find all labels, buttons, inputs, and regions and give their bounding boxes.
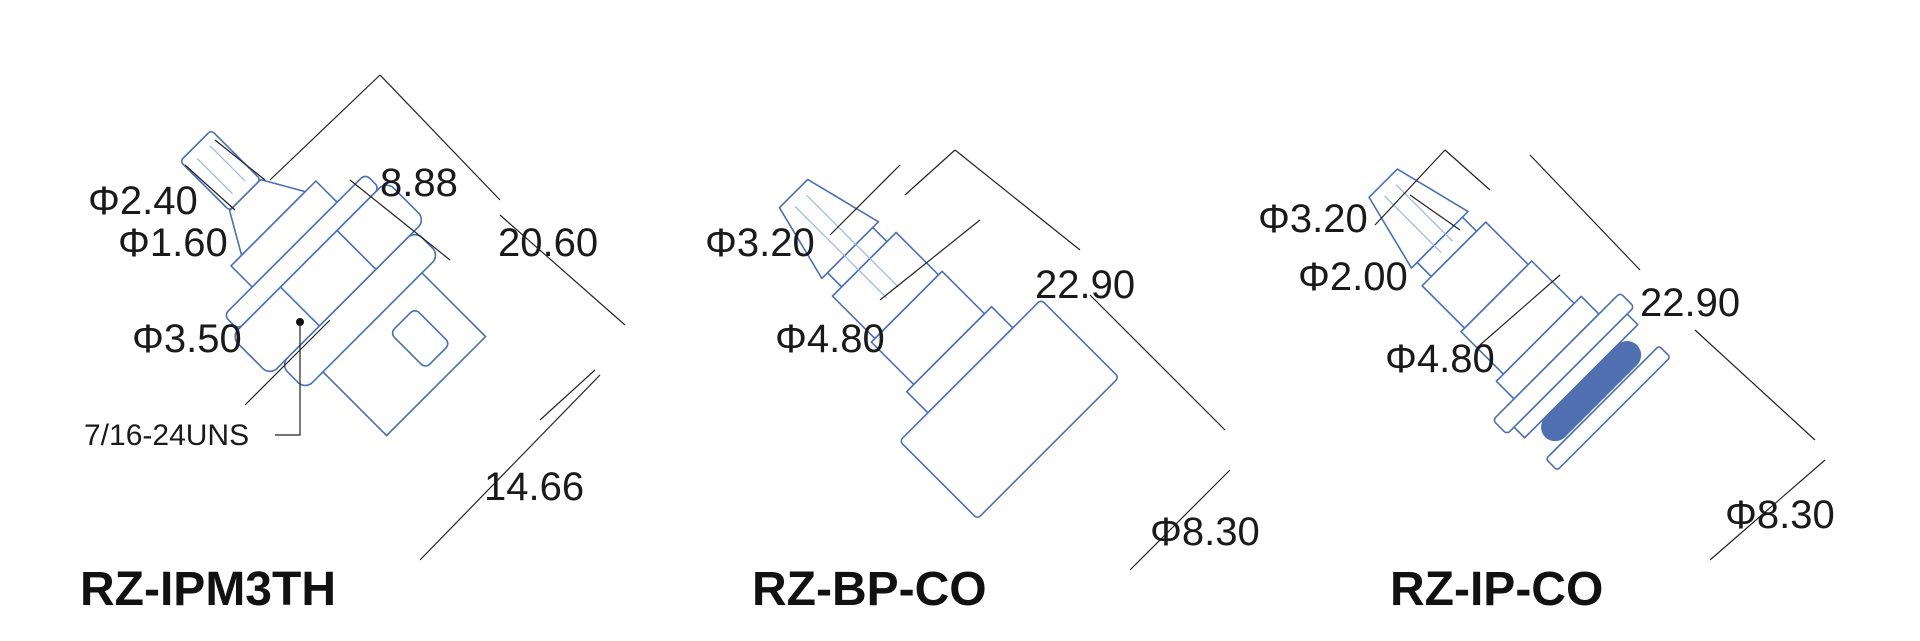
dimension-lines-2 (829, 149, 1231, 571)
dimension-lines-1 (184, 74, 626, 561)
o-ring (1541, 341, 1642, 442)
dim-phi-1-60: Φ1.60 (118, 221, 228, 265)
dim-22-90-ip: 22.90 (1640, 281, 1740, 325)
part-title-rz-bp-co: RZ-BP-CO (752, 563, 987, 616)
dim-8-88: 8.88 (380, 161, 458, 205)
part-title-rz-ip-co: RZ-IP-CO (1390, 563, 1603, 616)
thread-leader (275, 322, 301, 436)
part-rz-ipm3th-drawing (180, 130, 487, 437)
dim-phi-4-80-bp: Φ4.80 (775, 317, 885, 361)
dim-14-66: 14.66 (484, 465, 584, 509)
dim-phi-2-40: Φ2.40 (88, 179, 198, 223)
dim-22-90-bp: 22.90 (1035, 263, 1135, 307)
dim-phi-8-30-ip: Φ8.30 (1725, 493, 1835, 537)
dim-phi-3-50: Φ3.50 (132, 317, 242, 361)
dim-phi-4-80-ip: Φ4.80 (1385, 337, 1495, 381)
dim-phi-3-20-ip: Φ3.20 (1258, 197, 1368, 241)
dim-thread: 7/16-24UNS (84, 419, 249, 452)
part-rz-ip-co-drawing (1368, 168, 1670, 470)
dim-phi-3-20-bp: Φ3.20 (705, 221, 815, 265)
part-rz-bp-co-drawing (778, 178, 1118, 518)
dim-20-60: 20.60 (498, 221, 598, 265)
part-title-rz-ipm3th: RZ-IPM3TH (80, 563, 336, 616)
dim-phi-2-00-ip: Φ2.00 (1298, 255, 1408, 299)
dim-phi-8-30-bp: Φ8.30 (1150, 510, 1260, 554)
dimension-lines-3 (1374, 149, 1826, 561)
